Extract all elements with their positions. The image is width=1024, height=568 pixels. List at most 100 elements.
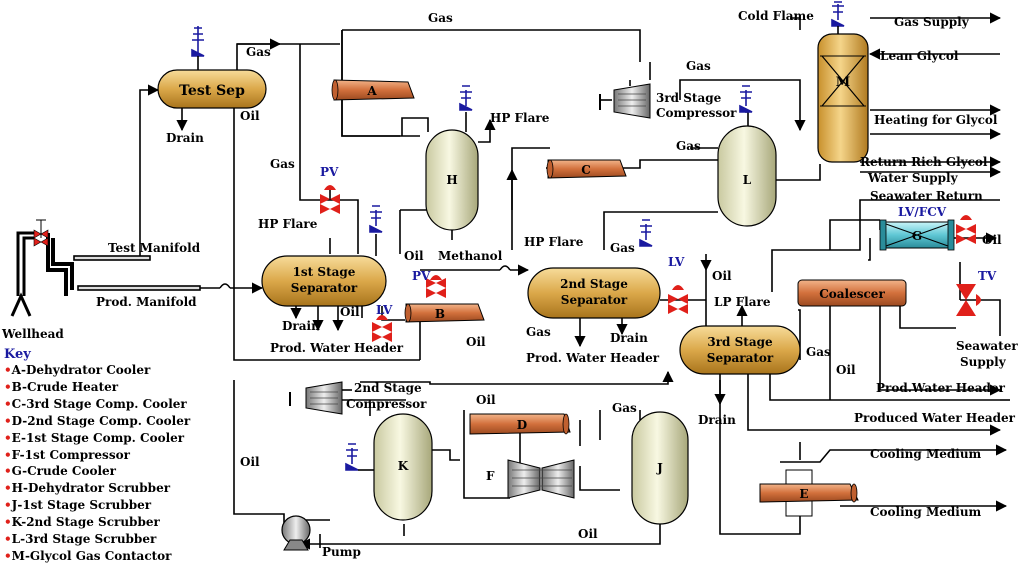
crude-heater-B[interactable]: B bbox=[404, 303, 485, 323]
svg-text:C: C bbox=[581, 163, 591, 177]
label-prod-water-1: Prod. Water Header bbox=[270, 341, 404, 355]
label-hp-flare-H: HP Flare bbox=[490, 111, 550, 125]
key-item: •L-3rd Stage Scrubber bbox=[4, 531, 204, 548]
label-lp-flare: LP Flare bbox=[714, 295, 771, 309]
label-gas-3rd: Gas bbox=[806, 345, 831, 359]
key-item: •C-3rd Stage Comp. Cooler bbox=[4, 396, 204, 413]
third-stage-scrubber-L[interactable]: L bbox=[717, 125, 777, 227]
valve-lv2[interactable] bbox=[668, 285, 688, 314]
valve-pv1[interactable] bbox=[320, 185, 340, 214]
key-item: •A-Dehydrator Cooler bbox=[4, 362, 204, 379]
third-stage-separator[interactable]: 3rd Stage Separator bbox=[679, 325, 801, 375]
label-return-rich: Return Rich Glycol bbox=[860, 155, 988, 169]
crude-cooler-G[interactable]: G bbox=[879, 219, 955, 251]
svg-text:1st Stage: 1st Stage bbox=[293, 265, 356, 279]
label-gas-2nd: Gas bbox=[526, 325, 551, 339]
valve-lvfcv[interactable] bbox=[956, 215, 976, 244]
label-oil-bottom: Oil bbox=[578, 527, 598, 541]
second-stage-separator[interactable]: 2nd Stage Separator bbox=[527, 267, 661, 319]
svg-text:K: K bbox=[398, 459, 409, 473]
label-lv1: LV bbox=[376, 303, 393, 317]
bullet-icon: • bbox=[4, 396, 12, 411]
svg-text:Coalescer: Coalescer bbox=[819, 287, 885, 301]
label-test-manifold: Test Manifold bbox=[108, 241, 201, 255]
key-item: •B-Crude Heater bbox=[4, 379, 204, 396]
svg-text:Test Sep: Test Sep bbox=[179, 83, 245, 99]
label-drain-1st: Drain bbox=[282, 319, 320, 333]
label-gas-left: Gas bbox=[270, 157, 295, 171]
bullet-icon: • bbox=[4, 481, 12, 496]
label-third-comp-1: 3rd Stage bbox=[656, 91, 722, 105]
relief-valve-L bbox=[739, 85, 753, 113]
label-third-comp-2: Compressor bbox=[656, 106, 737, 120]
key-title: Key bbox=[4, 347, 31, 362]
pump[interactable] bbox=[281, 515, 311, 551]
key-items: •A-Dehydrator Cooler•B-Crude Heater•C-3r… bbox=[4, 362, 204, 565]
relief-valve-1st bbox=[369, 205, 383, 256]
valves bbox=[33, 1, 981, 471]
key-item-label: A-Dehydrator Cooler bbox=[11, 363, 151, 377]
first-stage-comp-cooler-E[interactable]: E bbox=[759, 469, 859, 517]
svg-text:Separator: Separator bbox=[561, 293, 628, 307]
label-oil-3rd: Oil bbox=[836, 363, 856, 377]
key-item-label: L-3rd Stage Scrubber bbox=[11, 532, 157, 547]
third-stage-comp-cooler-C[interactable]: C bbox=[546, 159, 627, 179]
label-pump: Pump bbox=[322, 545, 361, 559]
key-item: •F-1st Compressor bbox=[4, 447, 204, 464]
glycol-gas-contactor-M[interactable]: M bbox=[817, 33, 869, 163]
label-oil-K: Oil bbox=[240, 455, 260, 469]
key-item-label: K-2nd Stage Scrubber bbox=[11, 515, 160, 530]
key-legend: Key •A-Dehydrator Cooler•B-Crude Heater•… bbox=[4, 347, 204, 565]
label-produced-water: Produced Water Header bbox=[854, 411, 1016, 425]
first-stage-scrubber-J[interactable]: J bbox=[631, 411, 689, 525]
label-heating-glycol: Heating for Glycol bbox=[874, 113, 998, 127]
relief-valve-H bbox=[459, 85, 473, 132]
bullet-icon: • bbox=[4, 498, 12, 513]
label-oil-L: Oil bbox=[712, 269, 732, 283]
label-lv2: LV bbox=[668, 255, 685, 269]
label-prod-manifold: Prod. Manifold bbox=[96, 295, 197, 309]
valve-tv[interactable] bbox=[956, 284, 981, 316]
first-stage-separator[interactable]: 1st Stage Separator bbox=[261, 255, 387, 307]
label-drain-test: Drain bbox=[166, 131, 204, 145]
label-oil-D: Oil bbox=[476, 393, 496, 407]
label-gas-mid: Gas bbox=[686, 59, 711, 73]
svg-text:Separator: Separator bbox=[291, 281, 358, 295]
label-gas-top: Gas bbox=[428, 11, 453, 25]
label-hp-flare-1st: HP Flare bbox=[258, 217, 318, 231]
dehydrator-scrubber-H[interactable]: H bbox=[425, 129, 479, 231]
coalescer[interactable]: Coalescer bbox=[797, 279, 907, 307]
svg-text:G: G bbox=[912, 229, 922, 243]
key-item-label: J-1st Stage Scrubber bbox=[11, 498, 152, 513]
key-item-label: C-3rd Stage Comp. Cooler bbox=[11, 396, 187, 411]
key-item-label: H-Dehydrator Scrubber bbox=[11, 481, 171, 496]
label-prod-water-3: Prod.Water Header bbox=[876, 381, 1006, 395]
label-drain-3rd: Drain bbox=[698, 413, 736, 427]
valve-wellhead[interactable] bbox=[33, 219, 49, 247]
label-oil-G: Oil bbox=[982, 233, 1002, 247]
key-item: •M-Glycol Gas Contactor bbox=[4, 548, 204, 565]
third-stage-compressor[interactable] bbox=[599, 83, 651, 119]
valve-lv1[interactable] bbox=[372, 315, 392, 342]
label-cooling-2: Cooling Medium bbox=[870, 505, 982, 519]
key-item: •K-2nd Stage Scrubber bbox=[4, 514, 204, 531]
second-stage-scrubber-K[interactable]: K bbox=[373, 413, 433, 521]
label-gas-L: Gas bbox=[676, 139, 701, 153]
label-oil-B: Oil bbox=[466, 335, 486, 349]
label-water-supply: Water Supply bbox=[867, 171, 959, 185]
svg-text:H: H bbox=[446, 173, 457, 187]
second-stage-comp-cooler-D[interactable]: D bbox=[469, 413, 571, 435]
first-compressor-F[interactable] bbox=[507, 459, 575, 499]
key-item-label: M-Glycol Gas Contactor bbox=[11, 548, 172, 563]
bullet-icon: • bbox=[4, 515, 12, 530]
test-separator[interactable]: Test Sep bbox=[157, 69, 267, 109]
label-pv2: PV bbox=[412, 269, 431, 283]
label-oil-H: Oil bbox=[404, 249, 424, 263]
label-seawater-supply-1: Seawater bbox=[956, 339, 1018, 353]
second-stage-compressor[interactable] bbox=[289, 381, 343, 415]
dehydrator-cooler-A[interactable]: A bbox=[331, 79, 415, 101]
label-gas-supply: Gas Supply bbox=[894, 15, 970, 29]
key-item: •E-1st Stage Comp. Cooler bbox=[4, 430, 204, 447]
svg-text:J: J bbox=[656, 461, 663, 475]
valve-pv2[interactable] bbox=[426, 275, 446, 298]
